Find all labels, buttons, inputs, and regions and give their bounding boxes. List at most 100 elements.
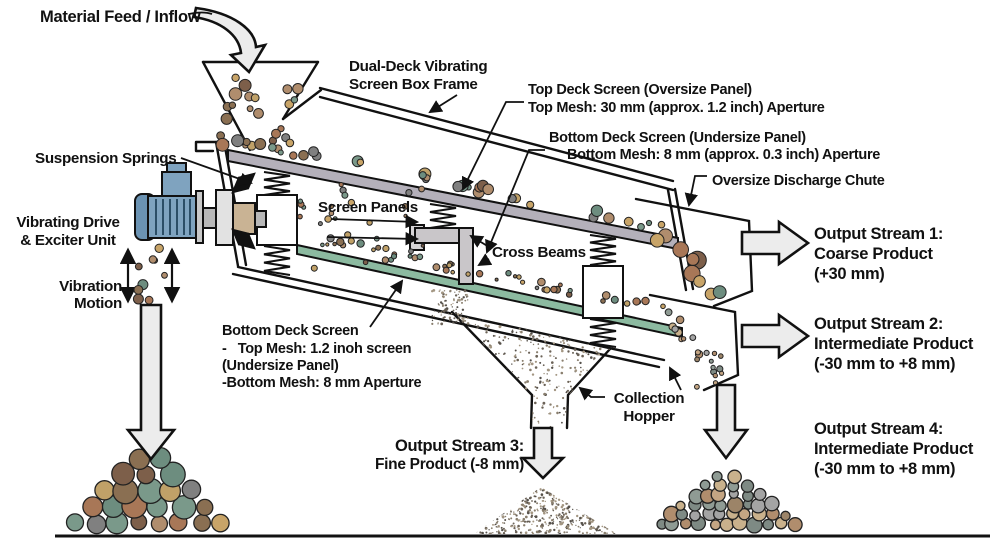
particle [694,349,702,356]
particle [65,513,85,532]
particle [603,404,606,406]
particle [546,368,550,372]
particle [473,415,476,418]
particle [193,513,212,532]
particle [603,380,606,382]
particle [581,489,584,492]
particle [591,321,594,325]
particle [459,385,461,388]
particle [575,352,578,355]
particle [458,362,460,364]
particle [573,340,575,342]
particle [595,500,597,502]
particle [577,502,580,504]
particle [543,393,546,396]
particle [543,518,545,520]
particle [476,509,478,511]
particle [568,339,571,342]
particle [689,334,697,342]
particle [494,492,497,495]
particle [512,522,515,525]
particle [522,426,526,429]
particle [587,497,589,499]
particle [476,362,479,364]
particle [336,237,345,247]
particle [539,503,541,505]
label-cross-beams: Cross Beams [492,244,586,261]
particle [467,389,469,392]
particle [541,325,543,328]
particle [486,391,489,394]
collection-hopper-funnel [450,310,612,430]
suspension-spring [263,244,291,277]
particle [541,347,544,350]
particle [566,317,570,320]
particle [451,306,453,308]
particle [623,300,631,307]
particle [574,415,577,418]
particle [604,505,607,508]
particle [465,381,468,384]
particle [442,266,450,274]
particle [553,326,557,330]
particle [546,489,549,492]
particle [285,138,295,148]
particle [538,335,541,338]
particle [310,264,318,272]
particle [762,518,775,531]
particle [581,532,584,534]
particle [528,520,531,523]
particle [461,317,464,320]
particle [580,366,582,369]
particle [515,331,518,334]
particle [371,247,376,253]
particle [482,183,495,196]
particle [740,479,755,493]
particle [452,302,454,305]
motor-flange [195,190,204,244]
particle [111,461,136,486]
particle [547,330,549,333]
label-line: Vibrating Drive [16,214,119,231]
particle [507,518,510,520]
particle [520,531,522,534]
particle [496,520,499,523]
particle [544,521,547,524]
particle [476,424,479,428]
particle [580,370,582,373]
label-output2: Output Stream 2: Intermediate Product (-… [814,315,974,373]
particle [551,366,554,369]
particle [475,498,478,500]
particle [540,493,544,496]
particle [597,494,599,497]
particle [477,525,480,528]
particle [375,244,382,251]
particle [550,499,553,503]
particle [479,319,481,322]
particle [476,491,479,493]
particle [574,369,578,372]
particle [563,326,566,329]
label-line: - Top Mesh: 1.2 inoh screen [222,341,411,357]
particle [347,198,356,207]
particle [586,369,588,372]
particle [546,511,548,514]
particle [608,521,611,523]
label-line: (Undersize Panel) [222,358,339,374]
particle [277,149,284,156]
particle [569,385,572,388]
particle [518,507,521,510]
output4-arrow [702,383,750,461]
particle [493,491,495,493]
particle [498,515,500,517]
label-screen-panels: Screen Panels [318,199,418,216]
particle [578,519,581,521]
particle [541,527,544,529]
label-vibrating-drive: Vibrating Drive & Exciter Unit [16,214,120,249]
particle [545,379,549,382]
particle [553,490,556,493]
particle [585,531,589,534]
particle [489,490,492,493]
shaft-stub [254,210,267,228]
particle [601,525,604,528]
